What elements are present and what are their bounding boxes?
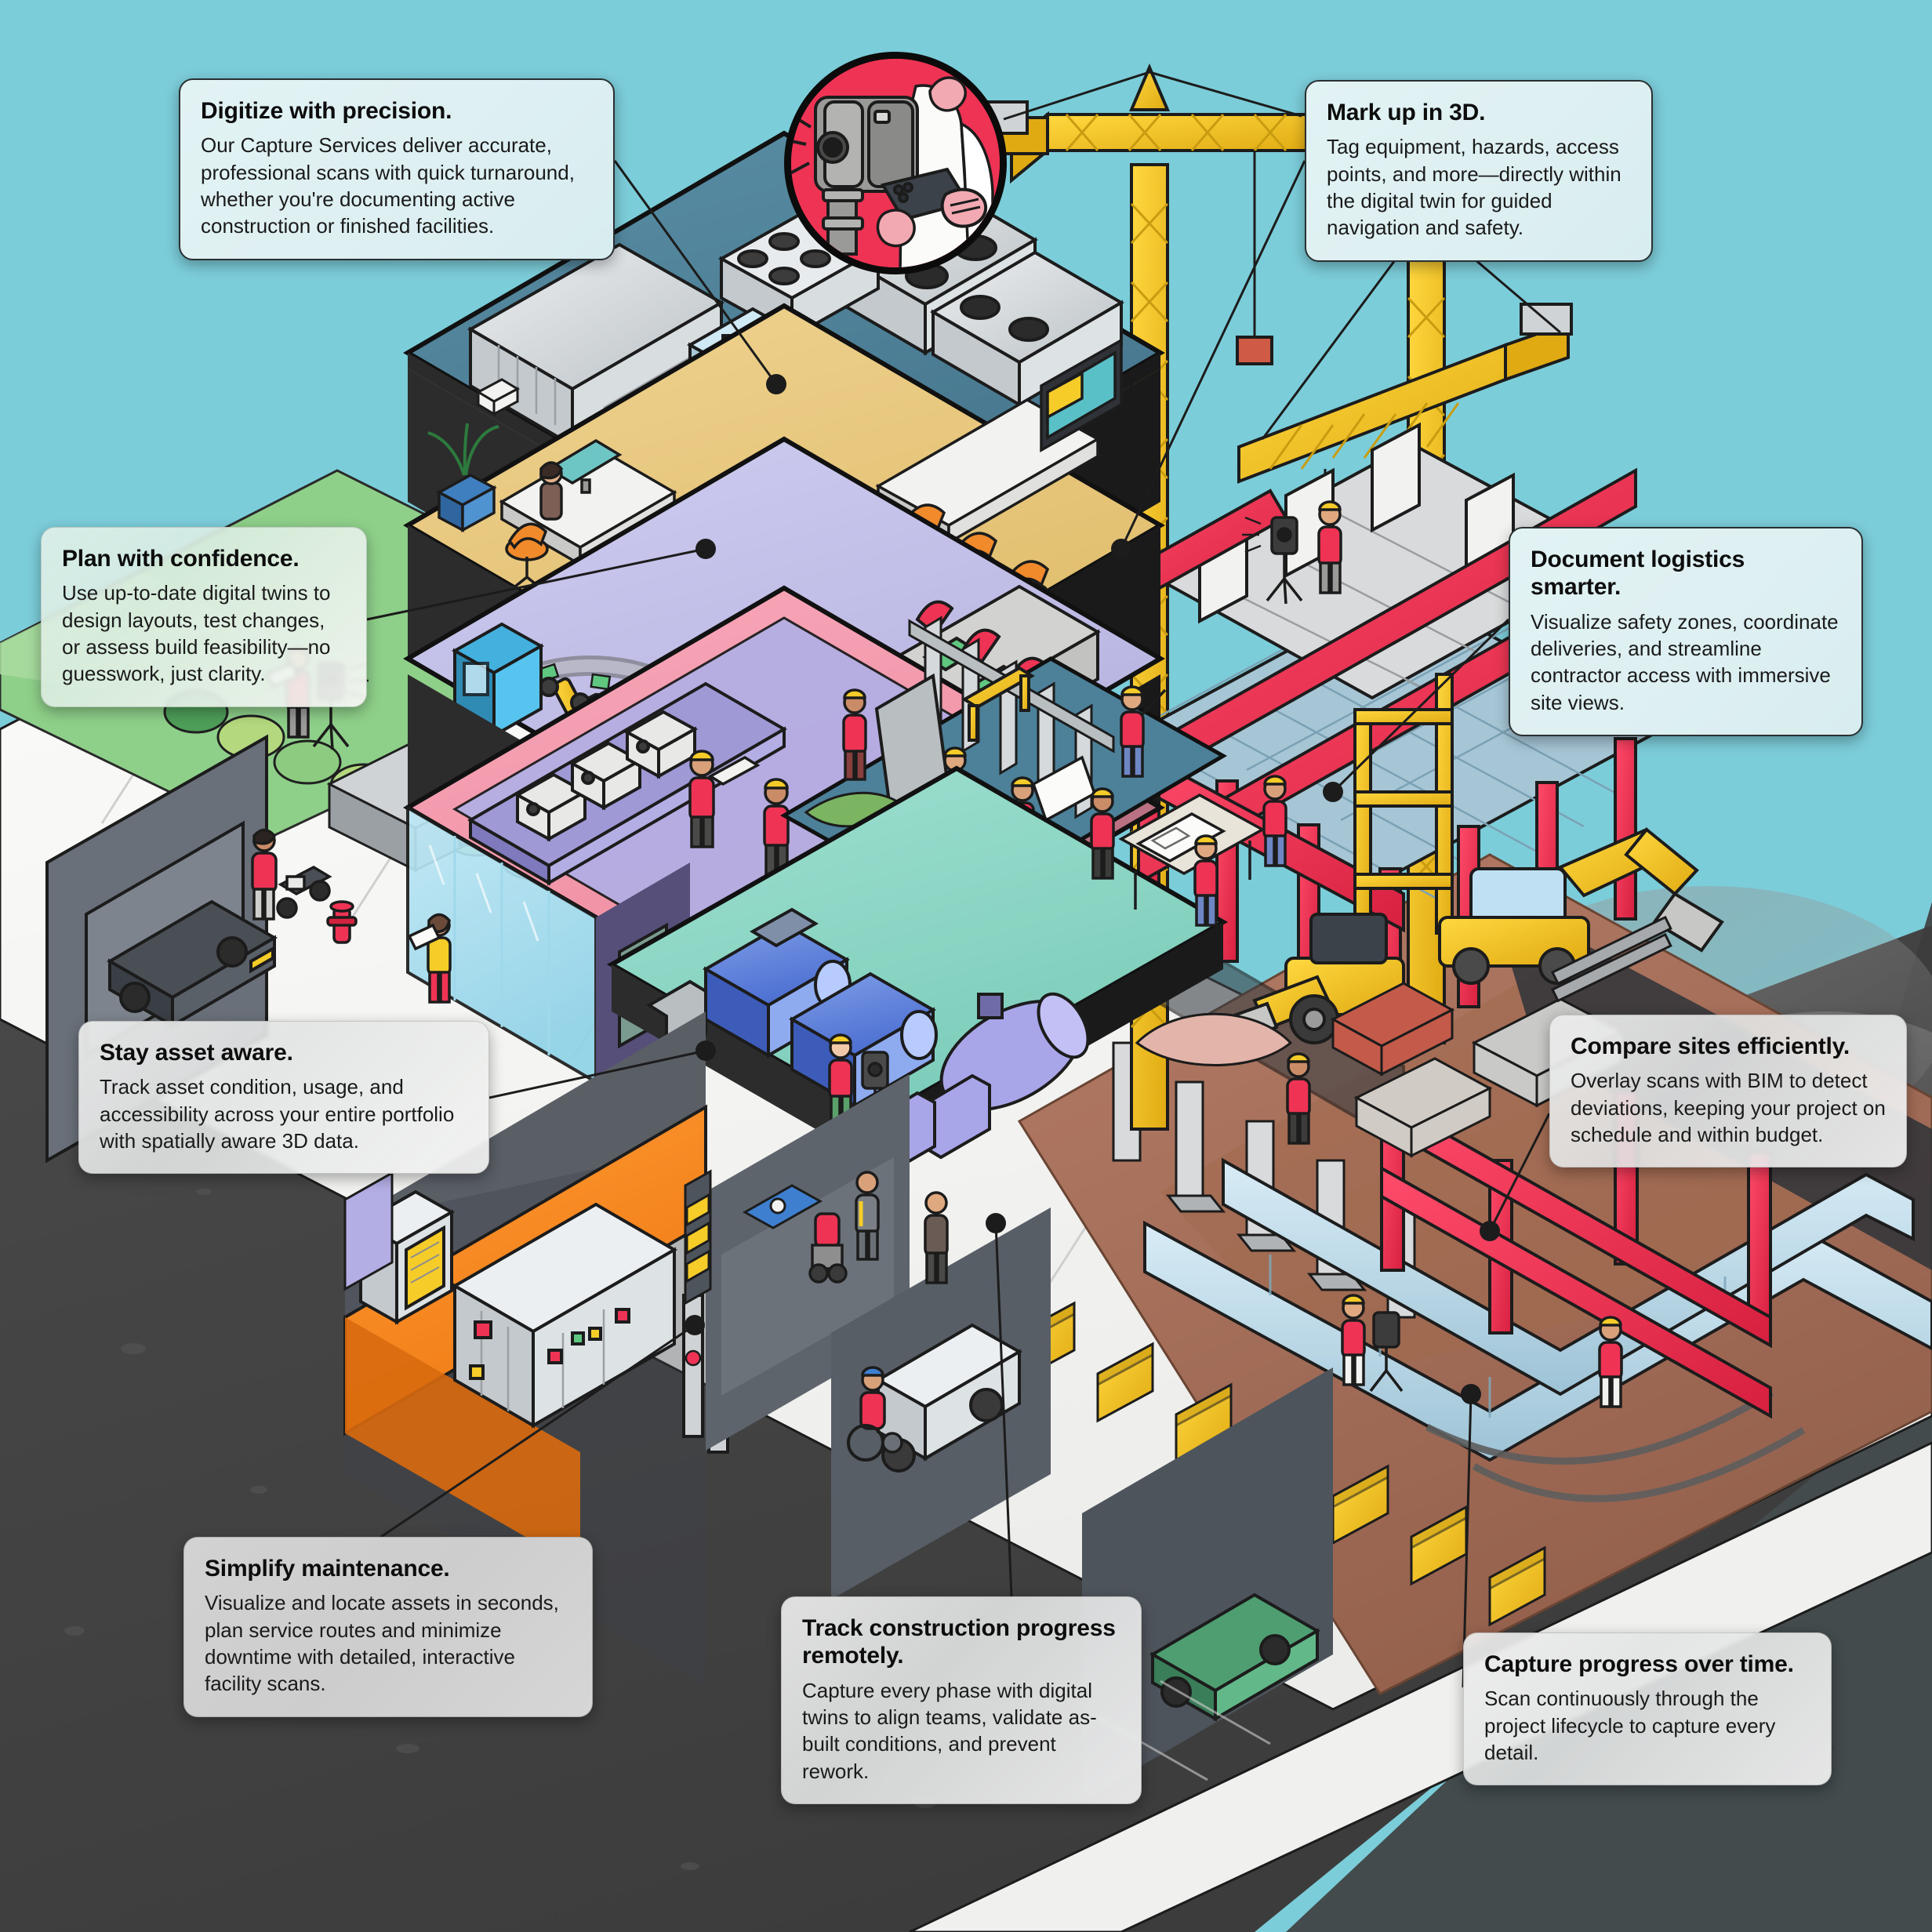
- callout-markup[interactable]: Mark up in 3D. Tag equipment, hazards, a…: [1305, 80, 1653, 262]
- scanner-tripod-deck: [1242, 516, 1303, 605]
- callout-capture-over-time-title: Capture progress over time.: [1484, 1651, 1794, 1677]
- callout-digitize-title: Digitize with precision.: [201, 98, 452, 124]
- callout-compare-sites-title: Compare sites efficiently.: [1571, 1033, 1850, 1059]
- worker-trench-right: [1598, 1316, 1623, 1408]
- surveyor-trench: [1341, 1294, 1366, 1386]
- floor-plant-room: [606, 765, 1229, 1177]
- callout-digitize-body: Our Capture Services deliver accurate, p…: [201, 133, 575, 238]
- callout-simplify-maintenance[interactable]: Simplify maintenance. Visualize and loca…: [183, 1537, 593, 1717]
- callout-markup-body: Tag equipment, hazards, access points, a…: [1327, 135, 1622, 240]
- callout-compare-sites[interactable]: Compare sites efficiently. Overlay scans…: [1549, 1015, 1907, 1168]
- callout-plan[interactable]: Plan with confidence. Use up-to-date dig…: [41, 527, 367, 707]
- callout-simplify-maintenance-title: Simplify maintenance.: [205, 1556, 450, 1582]
- callout-track-progress-body: Capture every phase with digital twins t…: [802, 1678, 1097, 1783]
- parking-garage: [684, 1074, 1333, 1800]
- callout-plan-title: Plan with confidence.: [62, 546, 300, 572]
- callout-document-logistics[interactable]: Document logistics smarter. Visualize sa…: [1509, 527, 1863, 737]
- badge-artwork: [791, 59, 1000, 267]
- callout-capture-over-time[interactable]: Capture progress over time. Scan continu…: [1463, 1632, 1832, 1786]
- callout-stay-asset-aware-title: Stay asset aware.: [100, 1040, 293, 1066]
- callout-document-logistics-body: Visualize safety zones, coordinate deliv…: [1531, 609, 1839, 714]
- floor-basement-electrical: [343, 1011, 729, 1686]
- callout-digitize[interactable]: Digitize with precision. Our Capture Ser…: [179, 78, 615, 260]
- callout-markup-title: Mark up in 3D.: [1327, 100, 1486, 125]
- callout-track-progress[interactable]: Track construction progress remotely. Ca…: [781, 1596, 1142, 1805]
- surveyor-steel-deck: [1317, 500, 1342, 594]
- callout-track-progress-title: Track construction progress remotely.: [802, 1615, 1116, 1669]
- callout-stay-asset-aware-body: Track asset condition, usage, and access…: [100, 1075, 455, 1153]
- callout-compare-sites-body: Overlay scans with BIM to detect deviati…: [1571, 1069, 1886, 1147]
- callout-simplify-maintenance-body: Visualize and locate assets in seconds, …: [205, 1591, 559, 1696]
- callout-capture-over-time-body: Scan continuously through the project li…: [1484, 1687, 1776, 1765]
- callout-stay-asset-aware[interactable]: Stay asset aware. Track asset condition,…: [78, 1021, 489, 1175]
- laser-scanner-badge: [784, 52, 1007, 274]
- callout-plan-body: Use up-to-date digital twins to design l…: [62, 581, 331, 686]
- blueprint-table: [1118, 793, 1266, 910]
- callout-document-logistics-title: Document logistics smarter.: [1531, 547, 1745, 601]
